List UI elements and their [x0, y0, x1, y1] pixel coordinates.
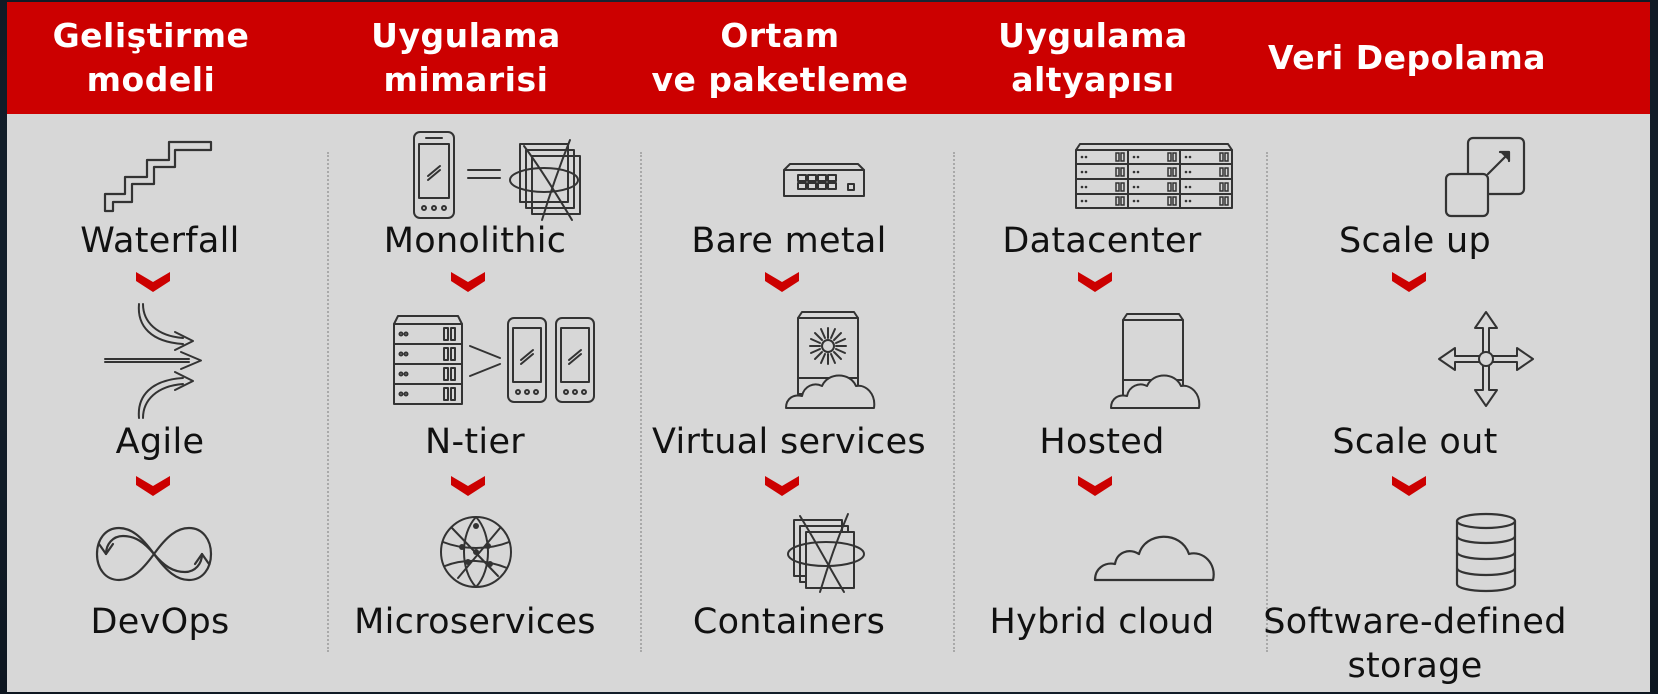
virtual-server-cloud-icon: [784, 310, 878, 410]
containers-icon: [786, 512, 868, 592]
hosted-server-cloud-icon: [1109, 312, 1201, 410]
server-rack-icon: [1074, 142, 1234, 210]
chevron-down-icon: [136, 476, 170, 496]
stairs-icon: [103, 138, 213, 214]
chevron-down-icon: [1392, 476, 1426, 496]
item-label-waterfall: Waterfall: [80, 221, 240, 261]
column-divider: [327, 152, 329, 652]
column-title-deployment-packaging: Ortam ve paketleme: [651, 16, 909, 99]
globe-network-icon: [438, 514, 514, 590]
chevron-down-icon: [1078, 476, 1112, 496]
phone-to-stack-icon: [412, 130, 582, 222]
item-label-software-defined-storage: Software-defined storage: [1263, 602, 1567, 686]
item-label-scale-out: Scale out: [1332, 422, 1498, 462]
column-title-data-storage: Veri Depolama: [1268, 38, 1546, 77]
chevron-down-icon: [765, 476, 799, 496]
item-label-scale-up: Scale up: [1338, 221, 1492, 261]
item-label-bare-metal: Bare metal: [691, 221, 887, 261]
item-label-microservices: Microservices: [354, 602, 596, 642]
item-label-hybrid-cloud: Hybrid cloud: [989, 602, 1215, 642]
item-label-containers: Containers: [692, 602, 886, 642]
infinity-loop-icon: [91, 522, 217, 586]
column-title-development-model: Geliştirme modeli: [52, 16, 250, 99]
chevron-down-icon: [451, 476, 485, 496]
item-label-devops: DevOps: [90, 602, 230, 642]
column-title-application-architecture: Uygulama mimarisi: [371, 16, 561, 99]
item-label-hosted: Hosted: [1039, 422, 1165, 462]
column-divider: [953, 152, 955, 652]
chevron-down-icon: [1078, 272, 1112, 292]
column-title-application-infrastructure: Uygulama altyapısı: [998, 16, 1188, 99]
chevron-down-icon: [1392, 272, 1426, 292]
item-label-virtual-services: Virtual services: [652, 422, 926, 462]
cloud-icon: [1093, 528, 1217, 582]
scale-up-icon: [1444, 136, 1526, 218]
chevron-down-icon: [451, 272, 485, 292]
item-label-monolithic: Monolithic: [383, 221, 567, 261]
server-to-phones-icon: [392, 314, 598, 406]
header-bar: Geliştirme modeli Uygulama mimarisi Orta…: [7, 2, 1650, 114]
switch-icon: [782, 162, 866, 198]
diagram-panel: Geliştirme modeli Uygulama mimarisi Orta…: [7, 2, 1650, 692]
item-label-datacenter: Datacenter: [1002, 221, 1202, 261]
column-divider: [1266, 152, 1268, 652]
chevron-down-icon: [136, 272, 170, 292]
scale-out-arrows-icon: [1437, 310, 1535, 408]
chevron-down-icon: [765, 272, 799, 292]
item-label-agile: Agile: [115, 422, 205, 462]
item-label-n-tier: N-tier: [425, 422, 525, 462]
arrows-merge-icon: [103, 302, 211, 420]
column-divider: [640, 152, 642, 652]
database-icon: [1454, 512, 1518, 594]
